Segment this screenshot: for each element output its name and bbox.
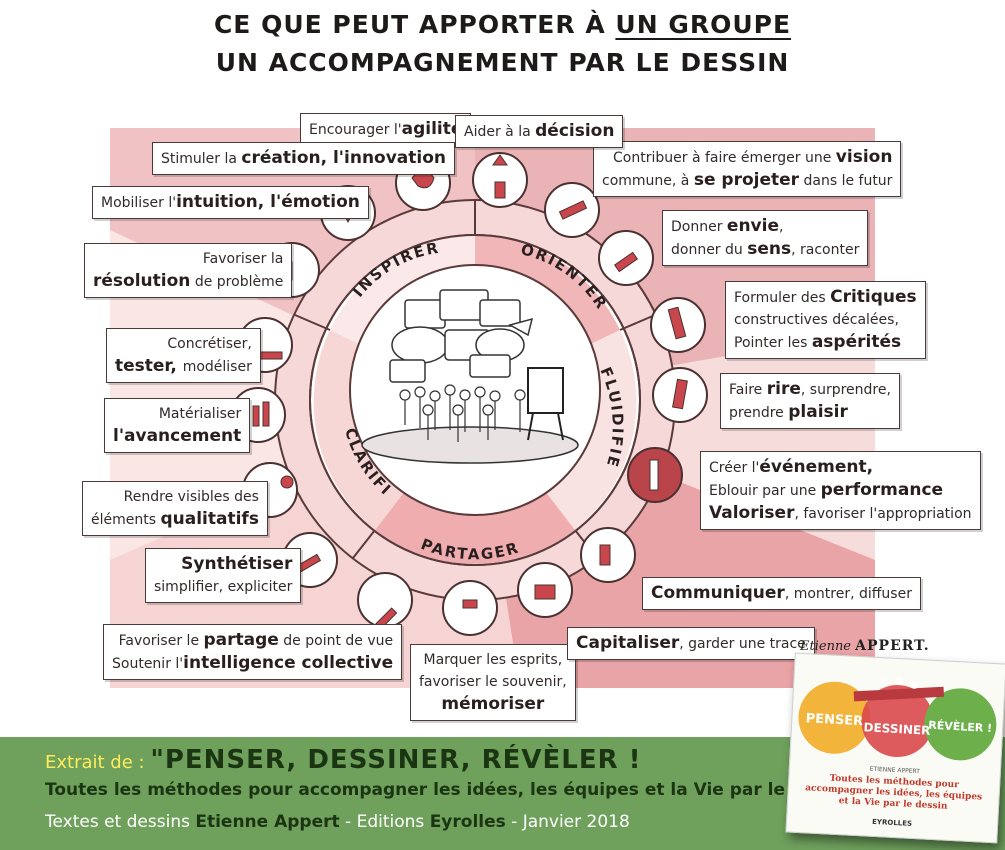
book-word-dessiner: DESSINER: [863, 720, 931, 737]
crowd-people: [399, 384, 526, 442]
page-title-line2: UN ACCOMPAGNEMENT PAR LE DESSIN: [215, 48, 790, 77]
book-word-penser: PENSER: [805, 711, 863, 729]
speech-bubbles-cloud: [389, 289, 534, 383]
artist-signature: Etienne APPERT.: [800, 638, 930, 654]
label-creation: Stimuler la création, l'innovation: [152, 142, 456, 175]
label-concretiser: Concrétiser,tester, modéliser: [106, 328, 261, 383]
label-evenement: Créer l'événement,Eblouir par une perfor…: [700, 451, 981, 530]
label-capitaliser: Capitaliser, garder une trace: [567, 627, 815, 660]
label-marquer: Marquer les esprits,favoriser le souveni…: [410, 644, 576, 721]
label-decision: Aider à la décision: [455, 115, 624, 148]
footer-credits-line: Textes et dessins Etienne Appert - Editi…: [45, 812, 630, 832]
book-subtitle: Toutes les méthodes pour accompagner les…: [804, 773, 983, 812]
stage-platform: [361, 426, 579, 464]
book-cover-image: PENSER DESSINER RÉVÈLER ! ETIENNE APPERT…: [785, 652, 1005, 844]
book-cover-art: PENSER DESSINER RÉVÈLER !: [798, 677, 997, 761]
flipchart-board: [527, 367, 564, 441]
inner-ring-outline: [309, 234, 641, 566]
label-envie: Donner envie,donner du sens, raconter: [662, 210, 869, 266]
label-intuition: Mobiliser l'intuition, l'émotion: [92, 186, 369, 219]
decision-road-icon: [472, 152, 528, 208]
book-word-reveler: RÉVÈLER !: [928, 719, 992, 735]
page-title-line1: CE QUE PEUT APPORTER À UN GROUPE: [213, 10, 792, 39]
label-communiquer: Communiquer, montrer, diffuser: [642, 577, 921, 610]
label-rire: Faire rire, surprendre,prendre plaisir: [720, 373, 900, 429]
label-agilite: Encourager l'agilité: [300, 113, 472, 146]
footer-subtitle-line: Toutes les méthodes pour accompagner les…: [45, 780, 868, 800]
book-publisher: EYROLLES: [871, 817, 913, 828]
footer-extract-line: Extrait de : "PENSER, DESSINER, RÉVÈLER …: [45, 745, 642, 775]
